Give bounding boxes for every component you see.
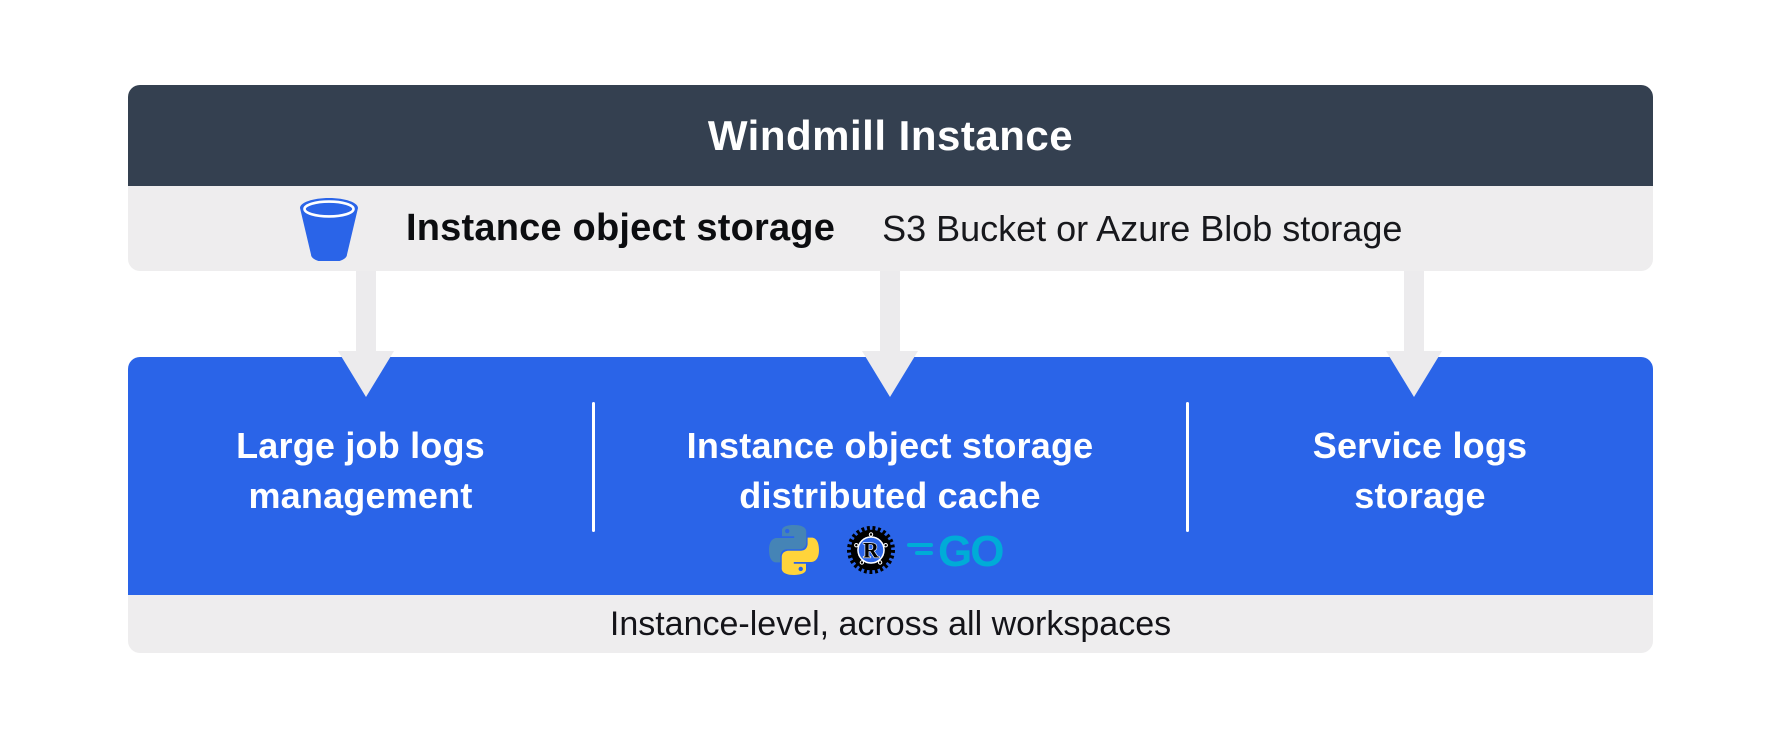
section-large-job-logs: Large job logs management: [128, 357, 593, 595]
arrow-down-icon: [862, 271, 918, 397]
section-distributed-cache: Instance object storage distributed cach…: [593, 357, 1187, 595]
windmill-instance-header: Windmill Instance: [128, 85, 1653, 186]
storage-row-subtitle: S3 Bucket or Azure Blob storage: [882, 207, 1403, 249]
features-box: Large job logs management Instance objec…: [128, 357, 1653, 595]
rust-icon: R: [847, 526, 895, 574]
instance-object-storage-row: Instance object storage S3 Bucket or Azu…: [128, 186, 1653, 271]
section-label: Instance object storage distributed cach…: [686, 425, 1094, 516]
arrow-down-icon: [338, 271, 394, 397]
language-icons-row: R GO: [769, 525, 1011, 575]
svg-text:GO: GO: [938, 527, 1003, 573]
svg-text:R: R: [863, 538, 880, 563]
footer-label: Instance-level, across all workspaces: [609, 604, 1172, 643]
footer-bar: Instance-level, across all workspaces: [128, 595, 1653, 653]
section-service-logs: Service logs storage: [1187, 357, 1653, 595]
arrow-down-icon: [1386, 271, 1442, 397]
section-label: Large job logs management: [236, 425, 485, 516]
python-icon: [769, 525, 819, 575]
storage-row-title: Instance object storage: [406, 207, 836, 249]
bucket-icon: [300, 197, 358, 261]
diagram-title: Windmill Instance: [707, 111, 1074, 159]
section-divider: [1186, 402, 1189, 532]
section-label: Service logs storage: [1312, 425, 1528, 516]
section-divider: [592, 402, 595, 532]
go-icon: GO: [907, 527, 1005, 573]
